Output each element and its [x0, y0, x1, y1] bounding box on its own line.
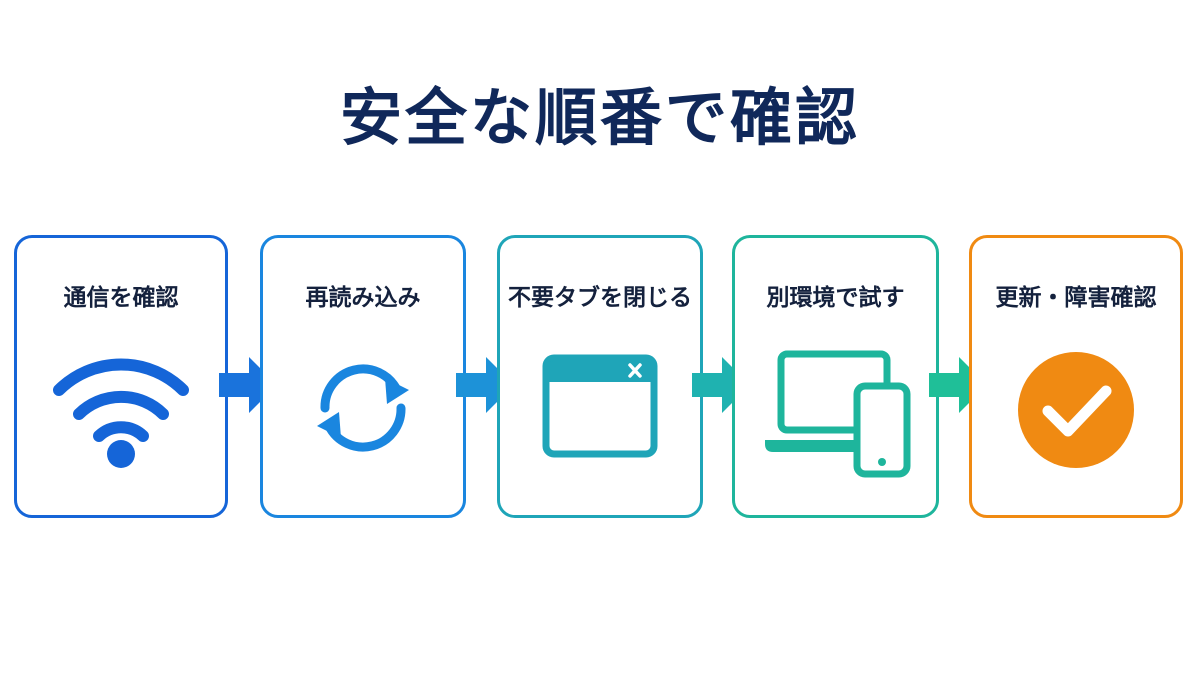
step-label: 別環境で試す — [766, 285, 905, 311]
step-close-tabs: 不要タブを閉じる — [497, 235, 703, 518]
step-label: 不要タブを閉じる — [508, 285, 692, 311]
step-check-connection: 通信を確認 — [14, 235, 228, 518]
wifi-icon — [51, 348, 191, 472]
step-label: 再読み込み — [305, 285, 421, 311]
step-label: 通信を確認 — [63, 285, 179, 311]
step-label: 更新・障害確認 — [995, 285, 1157, 311]
browser-window-close-icon — [538, 348, 662, 468]
step-reload: 再読み込み — [260, 235, 466, 518]
check-circle-icon — [1014, 348, 1138, 476]
page-title: 安全な順番で確認 — [339, 81, 860, 154]
step-try-other-environment: 別環境で試す — [732, 235, 939, 518]
step-update-and-outage-check: 更新・障害確認 — [969, 235, 1183, 518]
laptop-phone-icon — [761, 348, 911, 482]
refresh-icon — [303, 348, 423, 472]
